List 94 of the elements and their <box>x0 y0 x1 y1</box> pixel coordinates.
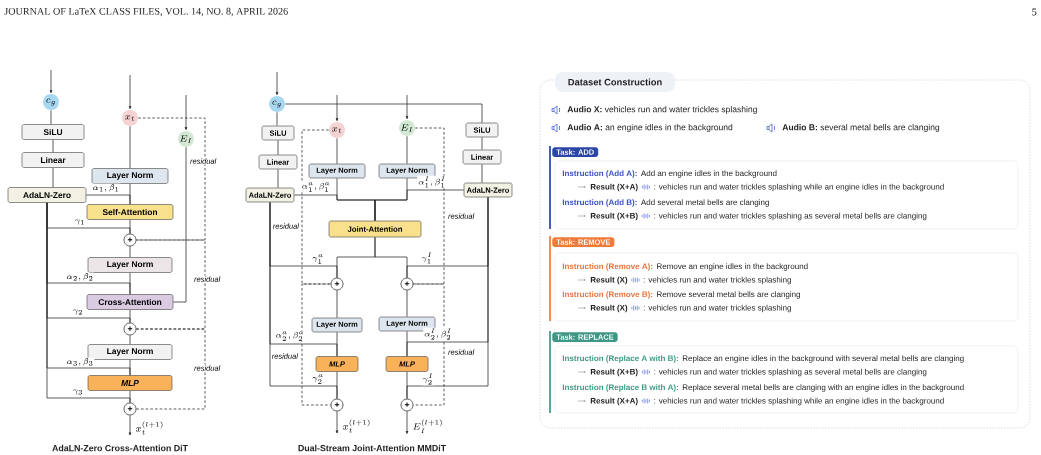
result-label: Result (X) <box>590 304 628 313</box>
connector-line <box>277 168 279 189</box>
connector-line <box>52 139 54 153</box>
diagram-caption: Dual-Stream Joint-Attention MMDiT <box>298 444 446 452</box>
heading-tab: Dataset Construction <box>555 72 675 92</box>
edge-label: $\gamma_2^a$ <box>311 373 325 385</box>
result-label: Result (X+A) <box>590 397 638 406</box>
connector-line <box>129 125 131 169</box>
connector-line <box>336 137 338 165</box>
running-header: JOURNAL OF LaTeX CLASS FILES, VOL. 14, NO. 8, APRIL 2026 <box>4 7 288 17</box>
connector-line <box>276 111 278 127</box>
edge-label: $\alpha_3,\beta_3$ <box>65 357 95 367</box>
edge-label: $\gamma_1^a$ <box>311 253 325 265</box>
dashed-line <box>413 127 445 285</box>
block-box: SiLU <box>21 124 85 140</box>
arrow <box>335 411 339 434</box>
instruction-text: Replace an engine idles in the background with several metal bells are clanging <box>682 355 964 363</box>
connector-line <box>269 201 338 399</box>
dashed-line <box>136 328 206 410</box>
instruction-text: Add an engine idles in the background <box>640 170 777 178</box>
page-number: 5 <box>1032 8 1037 16</box>
edge-label: $\alpha_1,\beta_1$ <box>91 183 121 193</box>
edge-label: $\alpha_1^a,\beta_1^a$ <box>300 181 332 193</box>
arrow <box>184 94 188 131</box>
instruction-label: Instruction (Add B): <box>562 199 637 207</box>
edge-label: $\gamma_3$ <box>72 388 84 396</box>
connector-line <box>406 290 408 318</box>
connector-line <box>52 167 54 188</box>
instruction-text: Remove several metal bells are clanging <box>657 291 800 299</box>
edge-label: $\gamma_2^I$ <box>421 372 435 386</box>
block-box: MLP <box>87 375 173 391</box>
edge-label: $\gamma_1$ <box>74 218 86 226</box>
block-box: Layer Norm <box>91 168 169 184</box>
block-box: Self-Attention <box>86 204 174 220</box>
connector-line <box>85 194 131 205</box>
instruction-text: Add several metal bells are clanging <box>640 199 769 207</box>
instruction-label: Instruction (Replace A with B): <box>562 355 678 363</box>
connector-line <box>50 109 52 125</box>
output-label: $E_I^{(l+1)}$ <box>413 419 442 433</box>
connector-line <box>172 146 187 303</box>
result-text: : vehicles run and water trickles splashing <box>643 304 791 313</box>
connector-line <box>374 189 465 222</box>
result-label: Result (X+B) <box>590 368 638 377</box>
result-text: : vehicles run and water trickles splashing while an engine idles in the background <box>654 183 944 192</box>
result-label: Result (X) <box>590 276 628 285</box>
result-text: : vehicles run and water trickles splashing as several metal bells are clanging <box>654 368 927 377</box>
connector-line <box>129 246 131 258</box>
arrow <box>405 94 409 120</box>
connector-line <box>406 135 408 165</box>
dashed-line <box>413 283 445 406</box>
arrow <box>335 94 339 122</box>
dashed-line <box>301 129 331 285</box>
instruction-label: Instruction (Remove B): <box>562 291 653 299</box>
result-text: : vehicles run and water trickles splashing while an engine idles in the background <box>654 397 944 406</box>
edge-label: $\alpha_2^I,\beta_2^I$ <box>423 327 453 341</box>
dashed-line <box>136 239 206 330</box>
dashed-line <box>136 117 206 241</box>
result-label: Result (X+A) <box>590 183 638 192</box>
edge-label: $\gamma_1^I$ <box>420 251 434 265</box>
audio-caption: Audio X: vehicles run and water trickles splashing <box>567 106 757 114</box>
block-box: Layer Norm <box>87 344 173 360</box>
connector-line <box>406 196 489 399</box>
result-label: Result (X+B) <box>590 212 638 221</box>
audio-caption: Audio B: several metal bells are clanging <box>782 124 940 132</box>
instruction-text: Replace several metal bells are clanging with an engine idles in the background <box>682 384 964 392</box>
instruction-text: Remove an engine idles in the background <box>657 263 808 271</box>
instruction-label: Instruction (Remove A): <box>562 263 653 271</box>
block-box: Cross-Attention <box>86 294 174 310</box>
edge-label: $\alpha_2,\beta_2$ <box>65 272 95 282</box>
instruction-label: Instruction (Replace B with A): <box>562 384 678 392</box>
arrow <box>275 71 279 96</box>
arrow <box>128 74 132 110</box>
audio-caption: Audio A: an engine idles in the background <box>567 124 733 132</box>
connector-line <box>284 103 483 124</box>
block-box: Layer Norm <box>87 257 173 273</box>
connector-line <box>481 163 483 184</box>
connector-line <box>277 139 279 156</box>
result-text: : vehicles run and water trickles splashing <box>643 276 791 285</box>
edge-label: $\alpha_2^a,\beta_2^a$ <box>274 330 306 342</box>
output-label: $x_t^{(l+1)}$ <box>343 419 370 433</box>
result-text: : vehicles run and water trickles splashing as several metal bells are clanging <box>654 212 927 221</box>
connector-line <box>481 136 483 151</box>
block-box: Linear <box>21 152 85 168</box>
output-label: $x_t^{(l+1)}$ <box>136 421 163 435</box>
connector-line <box>336 290 338 319</box>
connector-line <box>129 335 131 345</box>
instruction-label: Instruction (Add A): <box>562 170 637 178</box>
arrow <box>49 69 53 94</box>
diagram-caption: AdaLN-Zero Cross-Attention DiT <box>52 444 188 452</box>
arrow <box>405 411 409 434</box>
edge-label: $\gamma_2$ <box>72 308 84 316</box>
dashed-line <box>301 283 331 406</box>
arrow <box>128 415 132 436</box>
block-box: AdaLN-Zero <box>7 187 87 203</box>
